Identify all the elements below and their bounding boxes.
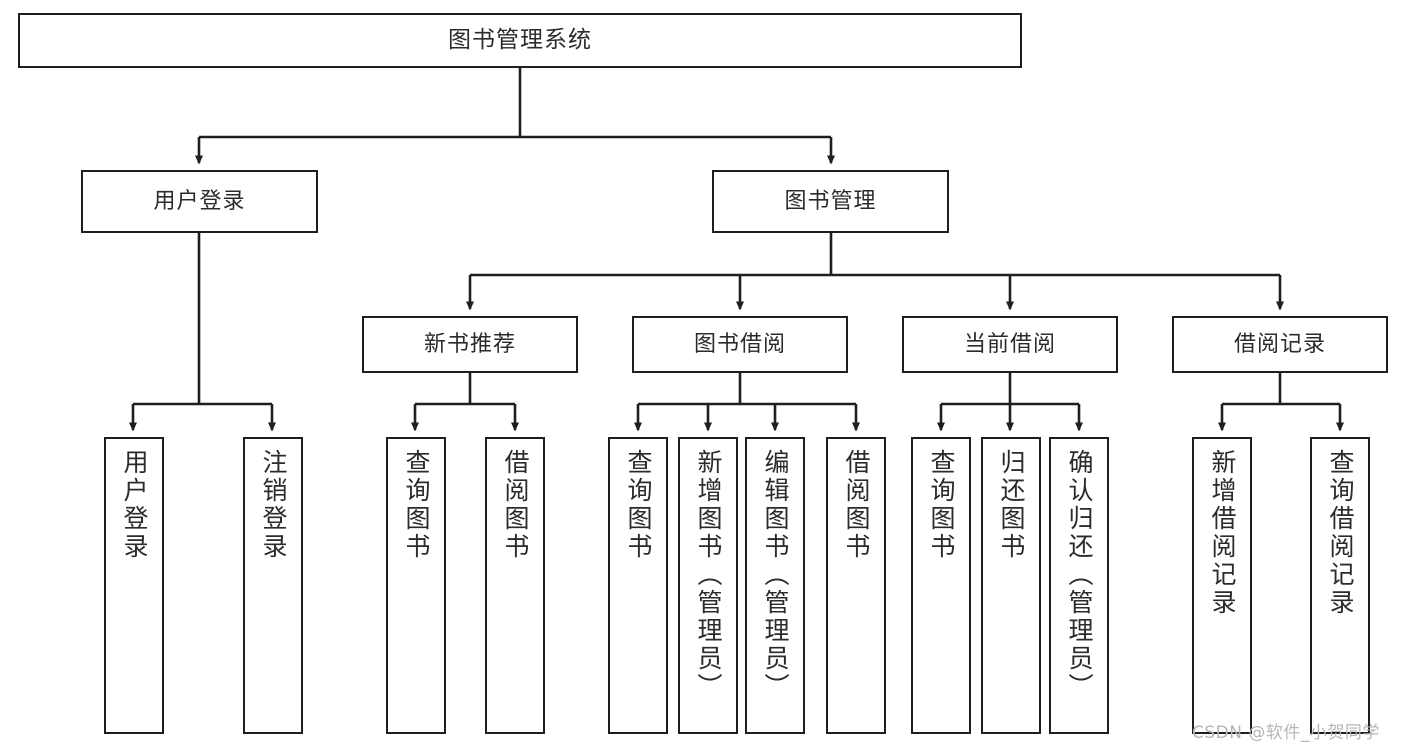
node-label: 借阅记录 <box>1233 331 1326 357</box>
node-root-book-management-system[interactable]: 图书管理系统 <box>18 13 1022 68</box>
leaf-recommend-query-book[interactable]: 查询图书 <box>386 437 446 734</box>
node-label: 查询图书 <box>624 449 653 561</box>
node-user-login[interactable]: 用户登录 <box>81 170 318 233</box>
leaf-user-logout[interactable]: 注销登录 <box>243 437 303 734</box>
node-label: 查询图书 <box>402 449 431 561</box>
node-label: 查询借阅记录 <box>1326 449 1355 617</box>
leaf-user-login[interactable]: 用户登录 <box>104 437 164 734</box>
node-label: 编辑图书（管理员） <box>761 449 790 701</box>
node-borrow-record[interactable]: 借阅记录 <box>1172 316 1388 373</box>
node-label: 确认归还（管理员） <box>1065 449 1094 701</box>
leaf-current-confirm-return-admin[interactable]: 确认归还（管理员） <box>1049 437 1109 734</box>
node-label: 借阅图书 <box>842 449 871 561</box>
node-label: 当前借阅 <box>963 331 1056 357</box>
leaf-recommend-borrow-book[interactable]: 借阅图书 <box>485 437 545 734</box>
node-label: 用户登录 <box>120 449 149 561</box>
node-current-borrow[interactable]: 当前借阅 <box>902 316 1118 373</box>
node-label: 图书借阅 <box>693 331 786 357</box>
node-book-borrow[interactable]: 图书借阅 <box>632 316 848 373</box>
leaf-borrow-query-book[interactable]: 查询图书 <box>608 437 668 734</box>
node-label: 查询图书 <box>927 449 956 561</box>
leaf-record-add-borrow-record[interactable]: 新增借阅记录 <box>1192 437 1252 734</box>
node-book-management[interactable]: 图书管理 <box>712 170 949 233</box>
leaf-borrow-edit-book-admin[interactable]: 编辑图书（管理员） <box>745 437 805 734</box>
leaf-borrow-borrow-book[interactable]: 借阅图书 <box>826 437 886 734</box>
leaf-current-return-book[interactable]: 归还图书 <box>981 437 1041 734</box>
node-new-book-recommend[interactable]: 新书推荐 <box>362 316 578 373</box>
node-label: 用户登录 <box>153 188 246 214</box>
node-label: 借阅图书 <box>501 449 530 561</box>
leaf-current-query-book[interactable]: 查询图书 <box>911 437 971 734</box>
node-label: 新增借阅记录 <box>1208 449 1237 617</box>
node-label: 归还图书 <box>997 449 1026 561</box>
node-label: 新增图书（管理员） <box>694 449 723 701</box>
node-label: 图书管理 <box>784 188 877 214</box>
leaf-borrow-add-book-admin[interactable]: 新增图书（管理员） <box>678 437 738 734</box>
node-label: 新书推荐 <box>423 331 516 357</box>
leaf-record-query-borrow-record[interactable]: 查询借阅记录 <box>1310 437 1370 734</box>
node-label: 图书管理系统 <box>448 26 592 53</box>
csdn-watermark: CSDN @软件_小贺同学 <box>1192 723 1380 743</box>
node-label: 注销登录 <box>259 449 288 561</box>
